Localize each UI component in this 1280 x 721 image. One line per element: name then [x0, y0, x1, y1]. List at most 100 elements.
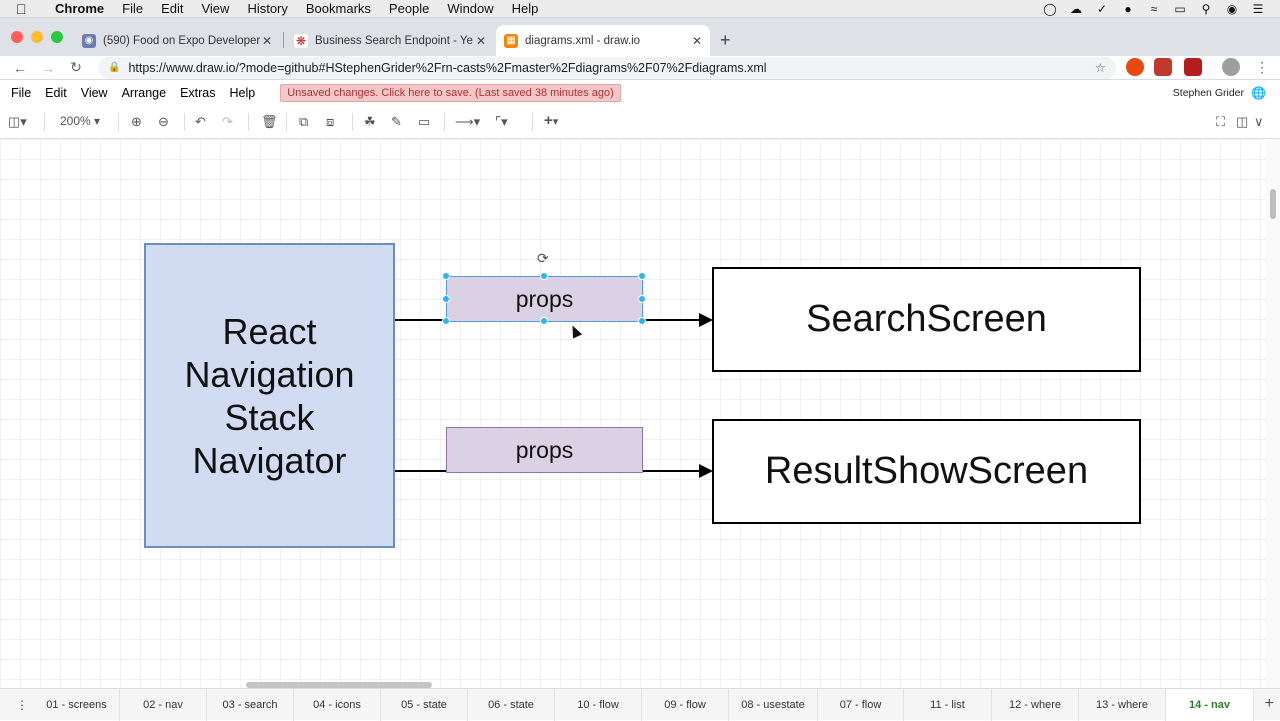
connection-style-icon[interactable]: ⟶▾ [455, 114, 481, 129]
to-front-icon[interactable]: ⧉ [299, 114, 309, 129]
lock-icon[interactable]: 🔒 [108, 62, 121, 73]
mac-menu-bookmarks[interactable]: Bookmarks [305, 1, 371, 16]
redo-icon[interactable]: ↷ [222, 114, 233, 129]
props-label-top[interactable]: props [446, 276, 643, 322]
close-icon[interactable]: ✕ [261, 33, 272, 48]
feather-icon[interactable]: ✓ [1096, 1, 1108, 16]
ublock-extension-icon[interactable] [1126, 58, 1144, 76]
resize-handle[interactable] [638, 272, 646, 280]
creative-cloud-icon[interactable]: ☁ [1070, 1, 1082, 16]
scrollbar-thumb[interactable] [1270, 189, 1276, 219]
siri-icon[interactable]: ◉ [1226, 1, 1238, 16]
record-icon[interactable]: ● [1124, 1, 1132, 16]
page-tab[interactable]: 10 - flow [555, 689, 642, 721]
mac-menu-edit[interactable]: Edit [161, 1, 184, 16]
menu-file[interactable]: File [11, 85, 32, 100]
format-toggle-icon[interactable]: ◫ [1236, 114, 1249, 129]
browser-tab-drawio[interactable]: ▦ diagrams.xml - draw.io ✕ [496, 25, 710, 56]
connector-bottom-left[interactable] [395, 470, 447, 472]
mac-menu-view[interactable]: View [201, 1, 230, 16]
undo-icon[interactable]: ↶ [195, 114, 206, 129]
url-field[interactable]: 🔒 https://www.draw.io/?mode=github#HStep… [98, 56, 1116, 79]
battery-icon[interactable]: ▭ [1174, 1, 1186, 16]
browser-tab-expo[interactable]: ◉ (590) Food on Expo Developer ✕ [74, 25, 280, 56]
globe-icon[interactable]: 🌐 [1251, 85, 1266, 100]
page-tab[interactable]: 12 - where [992, 689, 1079, 721]
bookmark-star-icon[interactable]: ☆ [1094, 61, 1106, 75]
resize-handle[interactable] [442, 272, 450, 280]
chrome-menu-icon[interactable]: ⋮ [1255, 59, 1269, 75]
user-name[interactable]: Stephen Grider [1172, 86, 1244, 99]
zoom-in-icon[interactable]: ⊕ [131, 114, 142, 129]
to-back-icon[interactable]: ⧈ [326, 114, 335, 129]
resize-handle[interactable] [540, 317, 548, 325]
wifi-icon[interactable]: ≈ [1150, 1, 1158, 16]
page-tab[interactable]: 11 - list [904, 689, 992, 721]
add-page-icon[interactable]: + [1264, 695, 1274, 712]
resize-handle[interactable] [442, 295, 450, 303]
page-tab[interactable]: 05 - state [381, 689, 468, 721]
mac-menu-window[interactable]: Window [447, 1, 494, 16]
profile-avatar[interactable] [1222, 58, 1240, 76]
glasses-icon[interactable]: ◯ [1043, 1, 1057, 16]
resize-handle[interactable] [638, 295, 646, 303]
result-show-screen-shape[interactable]: ResultShowScreen [712, 419, 1141, 524]
connector-bottom-right[interactable] [643, 470, 699, 472]
page-tab[interactable]: 07 - flow [818, 689, 904, 721]
resize-handle[interactable] [540, 272, 548, 280]
page-tab-active[interactable]: 14 - nav [1166, 689, 1254, 721]
notification-center-icon[interactable]: ☰ [1252, 1, 1264, 16]
menu-view[interactable]: View [80, 85, 108, 100]
apple-icon[interactable]:  [16, 1, 34, 17]
pages-menu-icon[interactable]: ⋮ [16, 698, 28, 712]
unsaved-changes-notice[interactable]: Unsaved changes. Click here to save. (La… [280, 83, 621, 102]
spotlight-icon[interactable]: ⚲ [1201, 1, 1211, 16]
mac-menu-app[interactable]: Chrome [55, 1, 105, 16]
menu-arrange[interactable]: Arrange [121, 85, 167, 100]
mac-menu-history[interactable]: History [247, 1, 288, 16]
connector-top-left[interactable] [395, 319, 447, 321]
menu-edit[interactable]: Edit [45, 85, 67, 100]
horizontal-scrollbar-thumb[interactable] [246, 682, 432, 688]
page-tab[interactable]: 02 - nav [120, 689, 207, 721]
menu-extras[interactable]: Extras [180, 85, 216, 100]
connector-top-right[interactable] [643, 319, 699, 321]
fullscreen-icon[interactable]: ⛶ [1216, 114, 1226, 129]
collapse-icon[interactable]: ∨ [1254, 114, 1264, 129]
insert-icon[interactable]: +▾ [544, 112, 559, 129]
zoom-out-icon[interactable]: ⊖ [158, 114, 169, 129]
fill-color-icon[interactable]: ☘ [364, 114, 376, 129]
back-icon[interactable]: ← [13, 59, 27, 76]
format-panel-icon[interactable]: ◫▾ [8, 114, 27, 129]
waypoints-icon[interactable]: ⌜▾ [495, 114, 508, 129]
page-tab[interactable]: 01 - screens [34, 689, 120, 721]
mac-menu-file[interactable]: File [122, 1, 144, 16]
maximize-window-button[interactable] [51, 31, 63, 43]
mac-menu-help[interactable]: Help [511, 1, 539, 16]
resize-handle[interactable] [638, 317, 646, 325]
vertical-scrollbar[interactable] [1266, 139, 1280, 688]
page-tab[interactable]: 08 - usestate [729, 689, 818, 721]
minimize-window-button[interactable] [31, 31, 43, 43]
shadow-icon[interactable]: ▭ [418, 114, 431, 129]
line-color-icon[interactable]: ✎ [391, 114, 402, 129]
diagram-canvas[interactable]: React Navigation Stack Navigator props p… [0, 139, 1266, 688]
resize-handle[interactable] [442, 317, 450, 325]
menu-help[interactable]: Help [229, 85, 256, 100]
extension-badge-icon[interactable] [1184, 58, 1202, 76]
close-icon[interactable]: ✕ [475, 33, 486, 48]
browser-tab-yelp[interactable]: ❋ Business Search Endpoint - Ye ✕ [286, 25, 494, 56]
delete-icon[interactable]: 🗑 [261, 114, 278, 129]
search-screen-shape[interactable]: SearchScreen [712, 267, 1141, 372]
close-icon[interactable]: ✕ [691, 33, 702, 48]
close-window-button[interactable] [11, 31, 23, 43]
reload-icon[interactable]: ↻ [70, 59, 82, 75]
props-label-bottom[interactable]: props [446, 427, 643, 473]
page-tab[interactable]: 06 - state [468, 689, 555, 721]
new-tab-button[interactable]: + [720, 30, 731, 50]
page-tab[interactable]: 13 - where [1079, 689, 1166, 721]
mac-menu-people[interactable]: People [388, 1, 430, 16]
page-tab[interactable]: 09 - flow [642, 689, 729, 721]
extension-icon[interactable] [1154, 58, 1172, 76]
page-tab[interactable]: 04 - icons [294, 689, 381, 721]
